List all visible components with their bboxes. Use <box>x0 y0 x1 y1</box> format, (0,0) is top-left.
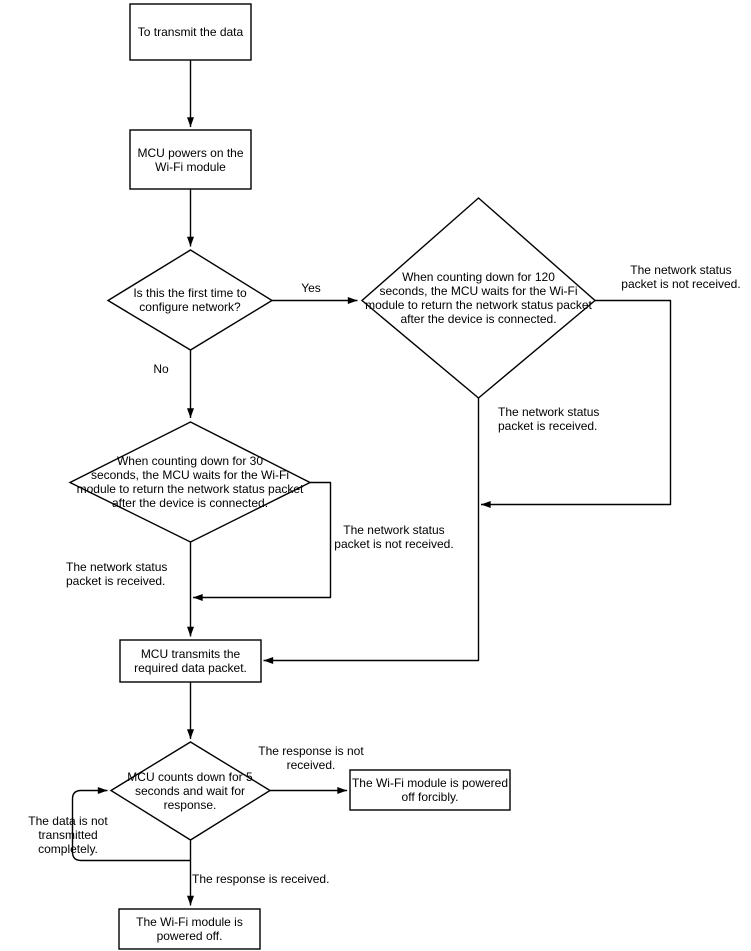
wait-30-decision-label: When counting down for 30 seconds, the M… <box>76 454 304 510</box>
start-node-shape <box>129 3 252 61</box>
wait-5-decision-shape <box>109 741 272 841</box>
wait-5-decision-label: MCU counts down for 5 seconds and wait f… <box>127 770 253 812</box>
power-off-node-shape <box>118 908 261 950</box>
start-node-label: To transmit the data <box>137 25 244 39</box>
power-on-node-shape <box>129 129 252 190</box>
edge-label-response-received: The response is received. <box>192 872 330 886</box>
first-time-decision-shape <box>106 249 274 351</box>
edge-label-wait30-not-received: The network status packet is not receive… <box>334 523 454 551</box>
edge-label-response-not-received: The response is not received. <box>258 744 364 772</box>
power-off-forcibly-node-label: The Wi-Fi module is powered off forcibly… <box>351 776 509 804</box>
edge-wait120-received <box>263 398 480 664</box>
edge-label-no: No <box>153 362 169 376</box>
wait-30-decision-shape <box>68 421 312 543</box>
power-on-node-label: MCU powers on the Wi-Fi module <box>137 145 244 174</box>
first-time-decision-label: Is this the first time to configure netw… <box>133 286 247 314</box>
wait-120-decision-shape <box>360 197 597 399</box>
wait-120-decision-label: When counting down for 120 seconds, the … <box>365 270 592 326</box>
edge-wait120-not-received-loop <box>480 299 672 508</box>
edge-label-wait30-received: The network status packet is received. <box>66 560 168 588</box>
edge-label-data-not-transmitted: The data is not transmitted completely. <box>28 814 108 856</box>
transmit-node-label: MCU transmits the required data packet. <box>134 647 247 675</box>
edge-label-wait120-not-received: The network status packet is not receive… <box>621 263 741 291</box>
edge-label-yes: Yes <box>301 281 321 295</box>
edge-label-wait120-received: The network status packet is received. <box>498 405 600 433</box>
edge-wait30-not-received-loop <box>192 481 332 601</box>
edge-data-not-transmitted-loop <box>71 787 191 862</box>
power-off-forcibly-node-shape <box>349 769 511 811</box>
transmit-node-shape <box>119 639 262 683</box>
power-off-node-label: The Wi-Fi module is powered off. <box>136 915 243 943</box>
